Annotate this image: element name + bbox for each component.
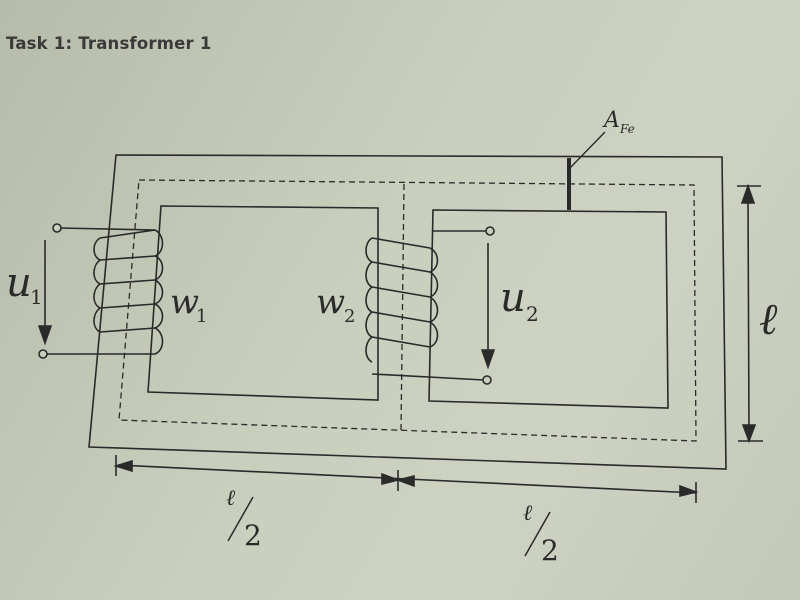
u1-label: u	[6, 260, 32, 306]
u2-label: u	[500, 275, 526, 321]
half-left-numerator: ℓ	[226, 486, 236, 511]
length-label: ℓ	[759, 294, 778, 345]
half-right-numerator: ℓ	[523, 501, 533, 526]
primary-winding	[46, 227, 164, 355]
half-left-denominator: 2	[244, 519, 262, 552]
core-left-window	[147, 205, 379, 401]
u1-arrowhead	[37, 325, 53, 346]
w1-label: w	[170, 282, 199, 322]
primary-terminal-top	[52, 223, 62, 233]
flux-path-center-dashed	[400, 183, 405, 431]
height-dimension-line	[747, 195, 750, 433]
afe-label: A	[602, 108, 620, 133]
core-outer-outline	[88, 154, 727, 470]
core-right-window	[428, 209, 669, 409]
half-right-denominator: 2	[541, 534, 559, 567]
afe-subscript: Fe	[619, 122, 635, 136]
u1-subscript: 1	[30, 285, 43, 309]
primary-terminal-bottom	[38, 349, 48, 359]
secondary-terminal-top	[485, 226, 495, 236]
secondary-terminal-bottom	[482, 375, 492, 385]
u2-arrowhead	[480, 349, 496, 370]
secondary-winding	[365, 230, 486, 381]
flux-path-dashed	[118, 179, 697, 442]
task-title: Task 1: Transformer 1	[6, 34, 212, 53]
w1-subscript: 1	[196, 306, 207, 327]
u2-subscript: 2	[526, 302, 539, 326]
afe-leader-line	[568, 131, 606, 170]
w2-label: w	[316, 282, 345, 322]
w2-subscript: 2	[344, 306, 355, 327]
